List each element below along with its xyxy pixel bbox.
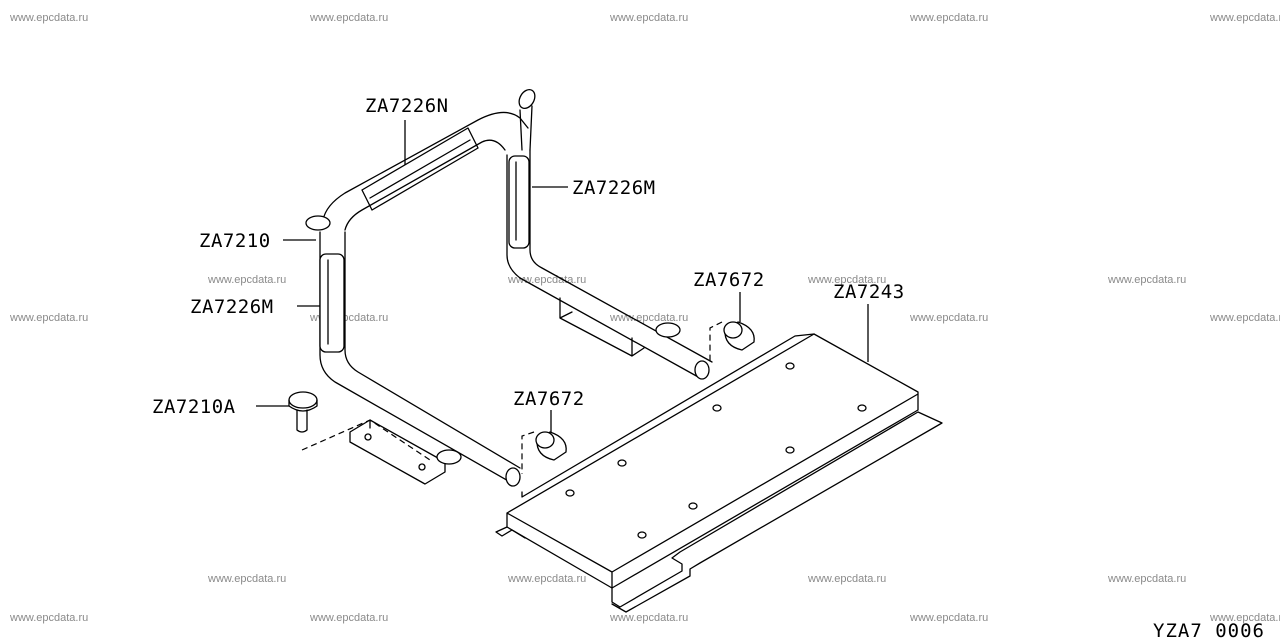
label-za7226m-right: ZA7226M (572, 177, 656, 199)
label-za7226n: ZA7226N (365, 95, 449, 117)
tray-hole (637, 531, 647, 539)
watermark: www.epcdata.ru (1209, 612, 1280, 624)
drawing-code: YZA7 0006 (1153, 620, 1265, 640)
drain-hose-assembly (305, 89, 713, 487)
upper-hose-sleeve-shade (369, 139, 471, 199)
watermark: www.epcdata.ru (1107, 274, 1186, 286)
callout-labels: ZA7226N ZA7226M ZA7210 ZA7226M ZA7672 ZA… (152, 95, 1265, 640)
watermark: www.epcdata.ru (309, 12, 388, 24)
guide-cap-lower (521, 431, 535, 474)
bracket-hole (364, 433, 372, 441)
watermark: www.epcdata.ru (909, 12, 988, 24)
tray-flange-left (521, 333, 815, 498)
left-hose-sleeve (319, 253, 345, 353)
tray-za7243 (495, 333, 943, 613)
right-vertical-hose (506, 149, 713, 379)
label-za7210: ZA7210 (199, 230, 271, 252)
watermark: www.epcdata.ru (909, 312, 988, 324)
clamp-left (305, 215, 331, 231)
bolt-shank (296, 409, 308, 433)
tray-hole (565, 489, 575, 497)
tray-hole (857, 404, 867, 412)
watermark: www.epcdata.ru (9, 12, 88, 24)
watermark: www.epcdata.ru (507, 274, 586, 286)
guide-bolt (301, 419, 431, 461)
tray-hole (712, 404, 722, 412)
watermark: www.epcdata.ru (507, 573, 586, 585)
bracket-hole (418, 463, 426, 471)
watermark: www.epcdata.ru (1209, 12, 1280, 24)
clamp-left-lower (436, 449, 462, 465)
top-elbow (519, 105, 533, 151)
watermark: www.epcdata.ru (207, 573, 286, 585)
right-hose-sleeve (508, 155, 530, 249)
watermark: www.epcdata.ru (609, 612, 688, 624)
label-za7672-lower: ZA7672 (513, 388, 585, 410)
watermark: www.epcdata.ru (1107, 573, 1186, 585)
bolt-za7210a (288, 391, 318, 433)
clamp-top (518, 89, 536, 109)
tray-lower-rail (611, 411, 943, 613)
watermark: www.epcdata.ru (609, 312, 688, 324)
tray-hole (785, 362, 795, 370)
label-za7243: ZA7243 (833, 281, 905, 303)
tray-hole (785, 446, 795, 454)
bolt-head-side (288, 399, 318, 412)
watermark: www.epcdata.ru (807, 573, 886, 585)
cap-face (723, 321, 743, 339)
tray-lip (495, 526, 526, 539)
clamp-right-lower (655, 322, 681, 338)
upper-bracket (559, 297, 645, 357)
tray-hole (617, 459, 627, 467)
cap-lower (535, 431, 567, 461)
bolt-head (288, 391, 318, 409)
assembly-guides (301, 321, 723, 474)
guide-cap-upper (709, 321, 723, 362)
right-hose-end (694, 360, 710, 380)
watermark: www.epcdata.ru (1209, 312, 1280, 324)
watermark: www.epcdata.ru (609, 12, 688, 24)
label-za7210a: ZA7210A (152, 396, 236, 418)
left-vertical-hose (319, 231, 521, 483)
left-hose-end (505, 467, 521, 487)
cap-face (535, 431, 555, 449)
tray-outline (506, 333, 919, 589)
watermark: www.epcdata.ru (9, 612, 88, 624)
cap-upper (723, 321, 755, 351)
watermark: www.epcdata.ru (309, 612, 388, 624)
watermark: www.epcdata.ru (9, 312, 88, 324)
leader-lines (256, 120, 869, 432)
upper-hose-outline (322, 111, 529, 231)
watermark: www.epcdata.ru (909, 612, 988, 624)
label-za7226m-left: ZA7226M (190, 296, 274, 318)
upper-hose-sleeve (361, 127, 479, 211)
watermark: www.epcdata.ru (207, 274, 286, 286)
lower-bracket (349, 419, 446, 485)
watermark: www.epcdata.ru (807, 274, 886, 286)
watermark-layer: www.epcdata.ru www.epcdata.ru www.epcdat… (9, 12, 1280, 624)
tray-hole (688, 502, 698, 510)
label-za7672-upper: ZA7672 (693, 269, 765, 291)
